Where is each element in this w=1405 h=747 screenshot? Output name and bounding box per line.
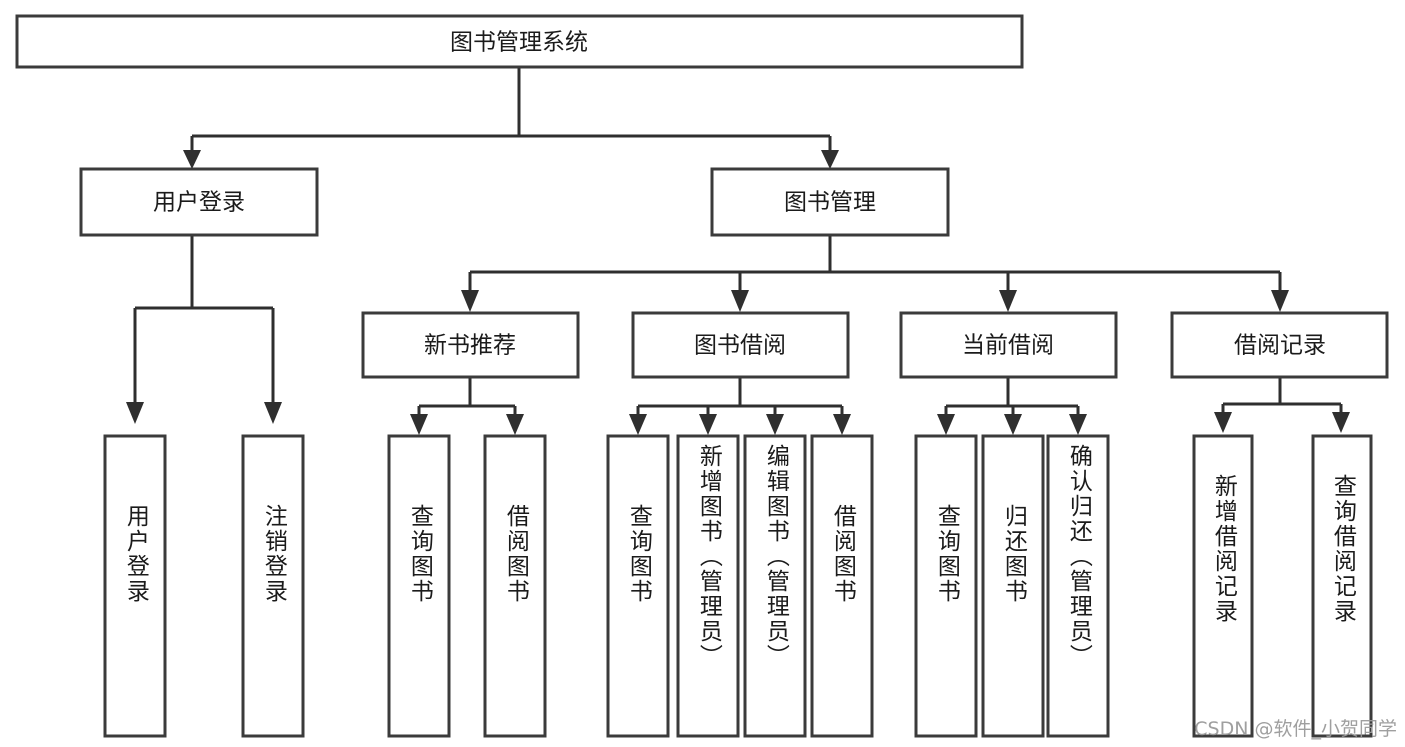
- arrowhead-leaf-query-book-1: [410, 414, 428, 435]
- node-current-borrow-box[interactable]: [899, 311, 1118, 379]
- arrowhead-current-borrow: [999, 290, 1017, 312]
- node-user-login[interactable]: 用户登录: [79, 167, 319, 237]
- node-leaf-add-book-box[interactable]: [676, 434, 740, 738]
- connector-group-root-to-level2: [183, 67, 839, 169]
- node-borrow-record-box[interactable]: [1170, 311, 1389, 379]
- node-borrow-record-label: 借阅记录: [1234, 333, 1326, 359]
- arrowhead-leaf-return-book: [1004, 414, 1022, 435]
- node-book-manage-label: 图书管理: [784, 190, 876, 216]
- arrowhead-leaf-confirm-return: [1069, 414, 1087, 435]
- arrowhead-borrow-record: [1271, 290, 1289, 312]
- node-current-borrow[interactable]: 当前借阅: [899, 311, 1118, 379]
- arrowhead-leaf-edit-book: [766, 414, 784, 435]
- node-current-borrow-label: 当前借阅: [962, 333, 1054, 359]
- arrowhead-leaf-query-record: [1332, 412, 1350, 433]
- node-new-book-recommend[interactable]: 新书推荐: [361, 311, 580, 379]
- node-user-login-label: 用户登录: [153, 190, 245, 216]
- node-leaf-edit-book-box[interactable]: [743, 434, 807, 738]
- connector-group-new-book-recommend-to-leaves: [410, 377, 524, 435]
- arrowhead-user-login: [183, 150, 201, 169]
- node-new-book-recommend-box[interactable]: [361, 311, 580, 379]
- node-leaf-user-login-box[interactable]: [103, 434, 167, 738]
- node-leaf-query-book-1-box[interactable]: [387, 434, 451, 738]
- arrowhead-leaf-query-book-3: [937, 414, 955, 435]
- node-root[interactable]: 图书管理系统: [15, 14, 1024, 69]
- node-leaf-logout-login-box[interactable]: [241, 434, 305, 738]
- node-user-login-box[interactable]: [79, 167, 319, 237]
- connector-group-borrow-record-to-leaves: [1214, 377, 1350, 433]
- connector-group-user-login-to-leaves: [126, 235, 282, 424]
- arrowhead-leaf-query-book-2: [629, 414, 647, 435]
- connector-group-book-borrow-to-leaves: [629, 377, 851, 435]
- node-leaf-query-record-box[interactable]: [1311, 434, 1373, 738]
- arrowhead-new-book-recommend: [461, 290, 479, 312]
- node-leaf-query-book-2-box[interactable]: [606, 434, 670, 738]
- node-leaf-add-record-box[interactable]: [1192, 434, 1254, 738]
- node-book-borrow[interactable]: 图书借阅: [631, 311, 850, 379]
- node-leaf-return-book-box[interactable]: [981, 434, 1045, 738]
- node-book-manage-box[interactable]: [710, 167, 950, 237]
- node-leaf-confirm-return-box[interactable]: [1046, 434, 1110, 738]
- node-leaf-query-book-3-box[interactable]: [914, 434, 978, 738]
- leaf-boxes-group: [103, 434, 1373, 738]
- node-new-book-recommend-label: 新书推荐: [424, 333, 516, 359]
- arrowhead-leaf-logout-login: [264, 402, 282, 424]
- node-leaf-borrow-book-2-box[interactable]: [810, 434, 874, 738]
- arrowhead-leaf-borrow-book-1: [506, 414, 524, 435]
- arrowhead-leaf-add-record: [1214, 412, 1232, 433]
- node-book-manage[interactable]: 图书管理: [710, 167, 950, 237]
- arrowhead-leaf-add-book: [699, 414, 717, 435]
- node-borrow-record[interactable]: 借阅记录: [1170, 311, 1389, 379]
- node-leaf-borrow-book-1-box[interactable]: [483, 434, 547, 738]
- node-root-box[interactable]: [15, 14, 1024, 69]
- connector-group-current-borrow-to-leaves: [937, 377, 1087, 435]
- node-root-label: 图书管理系统: [450, 30, 588, 56]
- arrowhead-book-manage: [821, 150, 839, 169]
- arrowhead-book-borrow: [731, 290, 749, 312]
- node-book-borrow-label: 图书借阅: [694, 333, 786, 359]
- connector-group-book-manage-to-level3: [461, 235, 1289, 312]
- arrowhead-leaf-borrow-book-2: [833, 414, 851, 435]
- node-book-borrow-box[interactable]: [631, 311, 850, 379]
- arrowhead-leaf-user-login: [126, 402, 144, 424]
